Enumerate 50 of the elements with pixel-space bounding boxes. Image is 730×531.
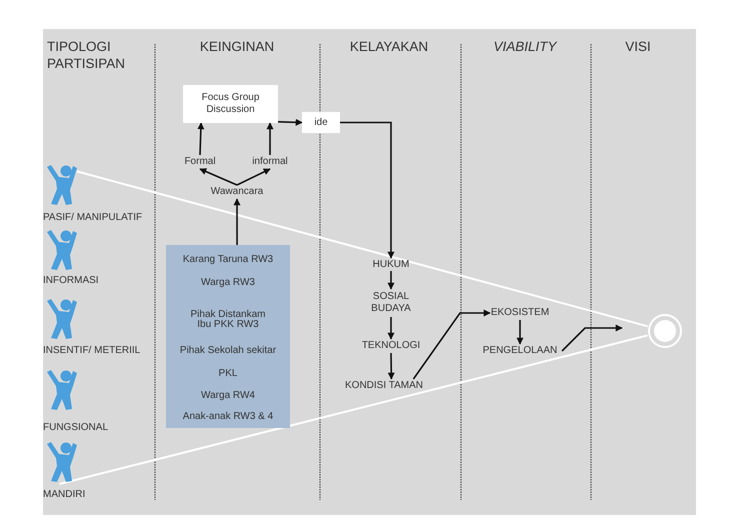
arrow: [236, 168, 271, 186]
arrow: [266, 122, 274, 155]
arrow: [278, 118, 303, 126]
participant-text: Warga RW4: [200, 390, 256, 401]
column-header: KEINGINAN: [198, 38, 276, 55]
person-icon: [45, 368, 77, 410]
participant-text: Pihak Distankam: [189, 309, 267, 320]
step-label: HUKUM: [368, 258, 414, 271]
column-header: KELAYAKAN: [348, 38, 430, 55]
person-icon: [45, 297, 77, 339]
arrow: [234, 198, 240, 245]
arrow: [516, 320, 524, 345]
participation-level-label: MANDIRI: [43, 489, 86, 500]
arrow: [340, 122, 394, 259]
step-label: TEKNOLOGI: [357, 339, 425, 353]
participation-level-label: FUNGSIONAL: [43, 422, 108, 433]
arrow: [561, 324, 623, 352]
person-icon: [45, 228, 77, 270]
participant-text: Warga RW3: [200, 277, 256, 288]
step-label: EKOSISTEM: [490, 306, 550, 320]
arrow: [199, 168, 238, 186]
column-header: TIPOLOGI PARTISIPAN: [47, 38, 126, 72]
process-box: ide: [302, 112, 340, 133]
column-header: VISI: [624, 38, 652, 55]
participant-text: Karang Taruna RW3: [182, 254, 274, 265]
step-label: SOSIAL BUDAYA: [361, 289, 421, 317]
step-label: PENGELOLAAN: [478, 344, 562, 358]
participant-list-box: [166, 245, 290, 428]
person-icon: [45, 163, 77, 205]
arrow: [388, 317, 394, 340]
column-header: VIABILITY: [492, 38, 558, 55]
step-label: Wawancara: [205, 185, 269, 199]
arrow: [388, 352, 395, 380]
step-label: Formal: [179, 155, 221, 169]
participant-text: Ibu PKK RW3: [196, 319, 260, 330]
guide-line: [59, 334, 648, 485]
participation-level-label: INFORMASI: [43, 275, 99, 286]
target-circle: [647, 313, 683, 349]
step-label: KONDISI TAMAN: [338, 379, 430, 393]
person-icon: [45, 440, 77, 484]
step-label: informal: [247, 155, 293, 169]
arrow: [412, 310, 491, 380]
arrow: [197, 122, 204, 156]
participant-text: Pihak Sekolah sekitar: [178, 345, 278, 356]
arrow: [388, 271, 394, 290]
process-box: Focus Group Discussion: [183, 85, 278, 123]
participation-level-label: PASIF/ MANIPULATIF: [43, 212, 142, 223]
participant-text: PKL: [218, 368, 238, 379]
participation-level-label: INSENTIF/ METERIIL: [43, 345, 140, 356]
participant-text: Anak-anak RW3 & 4: [182, 411, 274, 422]
